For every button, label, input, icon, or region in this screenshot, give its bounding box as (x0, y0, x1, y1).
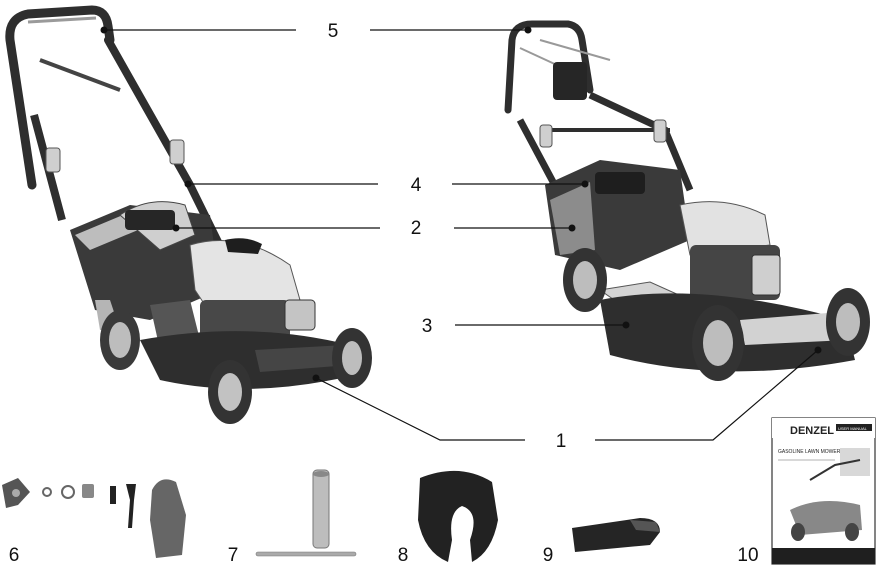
manual-title: GASOLINE LAWN MOWER (778, 449, 841, 455)
part-6-number: 6 (9, 545, 20, 565)
part-9-number: 9 (543, 545, 554, 565)
callout-labels: 5 4 2 3 1 (328, 21, 567, 452)
part-8-mulching-insert (418, 470, 498, 562)
mower-right-view (504, 20, 870, 381)
mower-left-view (5, 5, 372, 424)
callout-5: 5 (328, 21, 339, 42)
part-10-user-manual: DENZEL USER MANUAL GASOLINE LAWN MOWER (771, 417, 876, 565)
part-6-hardware-kit (2, 478, 186, 558)
part-10-number: 10 (737, 545, 758, 565)
part-9-side-chute-pad (572, 518, 660, 552)
manual-brand: DENZEL (790, 425, 834, 437)
part-8-number: 8 (398, 545, 409, 565)
leader-1-left (315, 377, 525, 441)
callout-2: 2 (411, 218, 422, 239)
leader-lines (100, 26, 822, 441)
callout-4: 4 (411, 175, 422, 196)
part-7-spark-plug-wrench (255, 469, 357, 557)
leader-1-right (595, 349, 819, 441)
callout-1: 1 (556, 431, 567, 452)
callout-3: 3 (422, 316, 433, 337)
part-7-number: 7 (228, 545, 239, 565)
manual-header-tag: USER MANUAL (838, 426, 868, 431)
